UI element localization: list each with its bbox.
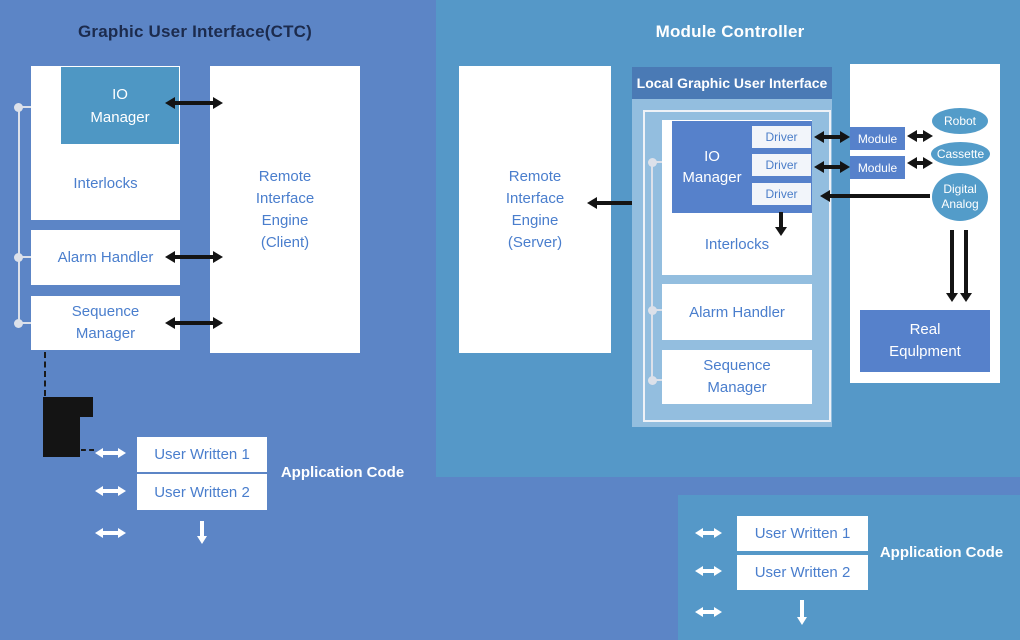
- real-equipment-box: Real Equlpment: [860, 310, 990, 372]
- digital-analog-ellipse: Digital Analog: [932, 173, 988, 221]
- gui-io-manager-box: IO Manager: [61, 67, 179, 144]
- arrow-equipment-down-1: [946, 230, 958, 302]
- lgui-connector-stub-2: [652, 309, 663, 311]
- lgui-io-manager-label: IO Manager: [682, 148, 742, 186]
- arrow-driver2-module2: [814, 161, 850, 173]
- gui-application-code-label: Application Code: [280, 463, 405, 481]
- gui-connector-stub-3: [19, 322, 31, 324]
- lgui-connector-dot-3: [648, 376, 657, 385]
- arrow-driver1-module1: [814, 131, 850, 143]
- arrow-user-written-3-left: [95, 528, 126, 538]
- connector-block-bottom: [43, 417, 80, 457]
- local-gui-header: Local Graphic User Interface: [632, 67, 832, 99]
- gui-connector-dot-1: [14, 103, 23, 112]
- gui-sequence-manager-box: Sequence Manager: [31, 296, 180, 350]
- mc-user-written-1-box: User Written 1: [737, 516, 868, 551]
- arrow-driver-interlocks: [775, 212, 787, 236]
- arrow-user-written-1-right: [695, 528, 722, 538]
- cassette-ellipse: Cassette: [931, 142, 990, 166]
- lgui-connector-line: [651, 162, 653, 381]
- gui-remote-interface-engine-box: Remote Interface Engine (Client): [210, 66, 360, 353]
- mc-application-code-label: Application Code: [879, 543, 1004, 561]
- lgui-driver-3-box: Driver: [752, 183, 811, 205]
- lgui-connector-dot-1: [648, 158, 657, 167]
- gui-alarm-handler-box: Alarm Handler: [31, 230, 180, 285]
- arrow-more-user-written-right: [797, 600, 807, 625]
- lgui-interlocks-label: Interlocks: [704, 235, 770, 253]
- arrow-user-written-2-left: [95, 486, 126, 496]
- lgui-driver-2-box: Driver: [752, 154, 811, 176]
- gui-connector-stub-2: [19, 256, 31, 258]
- arrow-user-written-1-left: [95, 448, 126, 458]
- mc-user-written-2-box: User Written 2: [737, 555, 868, 590]
- gui-ctc-title: Graphic User Interface(CTC): [77, 22, 312, 41]
- gui-interlocks-label: Interlocks: [73, 174, 138, 192]
- local-gui-inner-border: [643, 110, 831, 422]
- module-2-box: Module: [850, 156, 905, 179]
- lgui-connector-stub-3: [652, 379, 663, 381]
- gui-user-written-2-box: User Written 2: [137, 474, 267, 510]
- arrow-more-user-written-left: [197, 521, 207, 544]
- gui-connector-line: [18, 107, 20, 324]
- connector-block-top: [43, 397, 93, 417]
- arrow-user-written-3-right: [695, 607, 722, 617]
- arrow-module2-cassette: [907, 157, 933, 169]
- arrow-server-local-gui: [587, 197, 646, 209]
- lgui-alarm-handler-box: Alarm Handler: [662, 284, 812, 340]
- module-1-box: Module: [850, 127, 905, 150]
- gui-connector-dot-2: [14, 253, 23, 262]
- lgui-driver-1-box: Driver: [752, 126, 811, 148]
- dashed-line-horizontal: [81, 449, 94, 451]
- arrow-sequence-manager-engine: [165, 317, 223, 329]
- lgui-connector-stub-1: [652, 161, 663, 163]
- arrow-io-manager-engine: [165, 97, 223, 109]
- arrow-user-written-2-right: [695, 566, 722, 576]
- gui-user-written-1-box: User Written 1: [137, 437, 267, 472]
- arrow-equipment-down-2: [960, 230, 972, 302]
- arrow-alarm-handler-engine: [165, 251, 223, 263]
- lgui-sequence-manager-box: Sequence Manager: [662, 350, 812, 404]
- dashed-line-vertical: [44, 352, 46, 396]
- arrow-driver3-digital-analog: [820, 190, 930, 202]
- arrow-module1-robot: [907, 130, 933, 142]
- robot-ellipse: Robot: [932, 108, 988, 134]
- gui-connector-stub-1: [19, 106, 31, 108]
- module-controller-title: Module Controller: [655, 22, 805, 41]
- gui-connector-dot-3: [14, 319, 23, 328]
- lgui-connector-dot-2: [648, 306, 657, 315]
- mc-remote-interface-engine-box: Remote Interface Engine (Server): [459, 66, 611, 353]
